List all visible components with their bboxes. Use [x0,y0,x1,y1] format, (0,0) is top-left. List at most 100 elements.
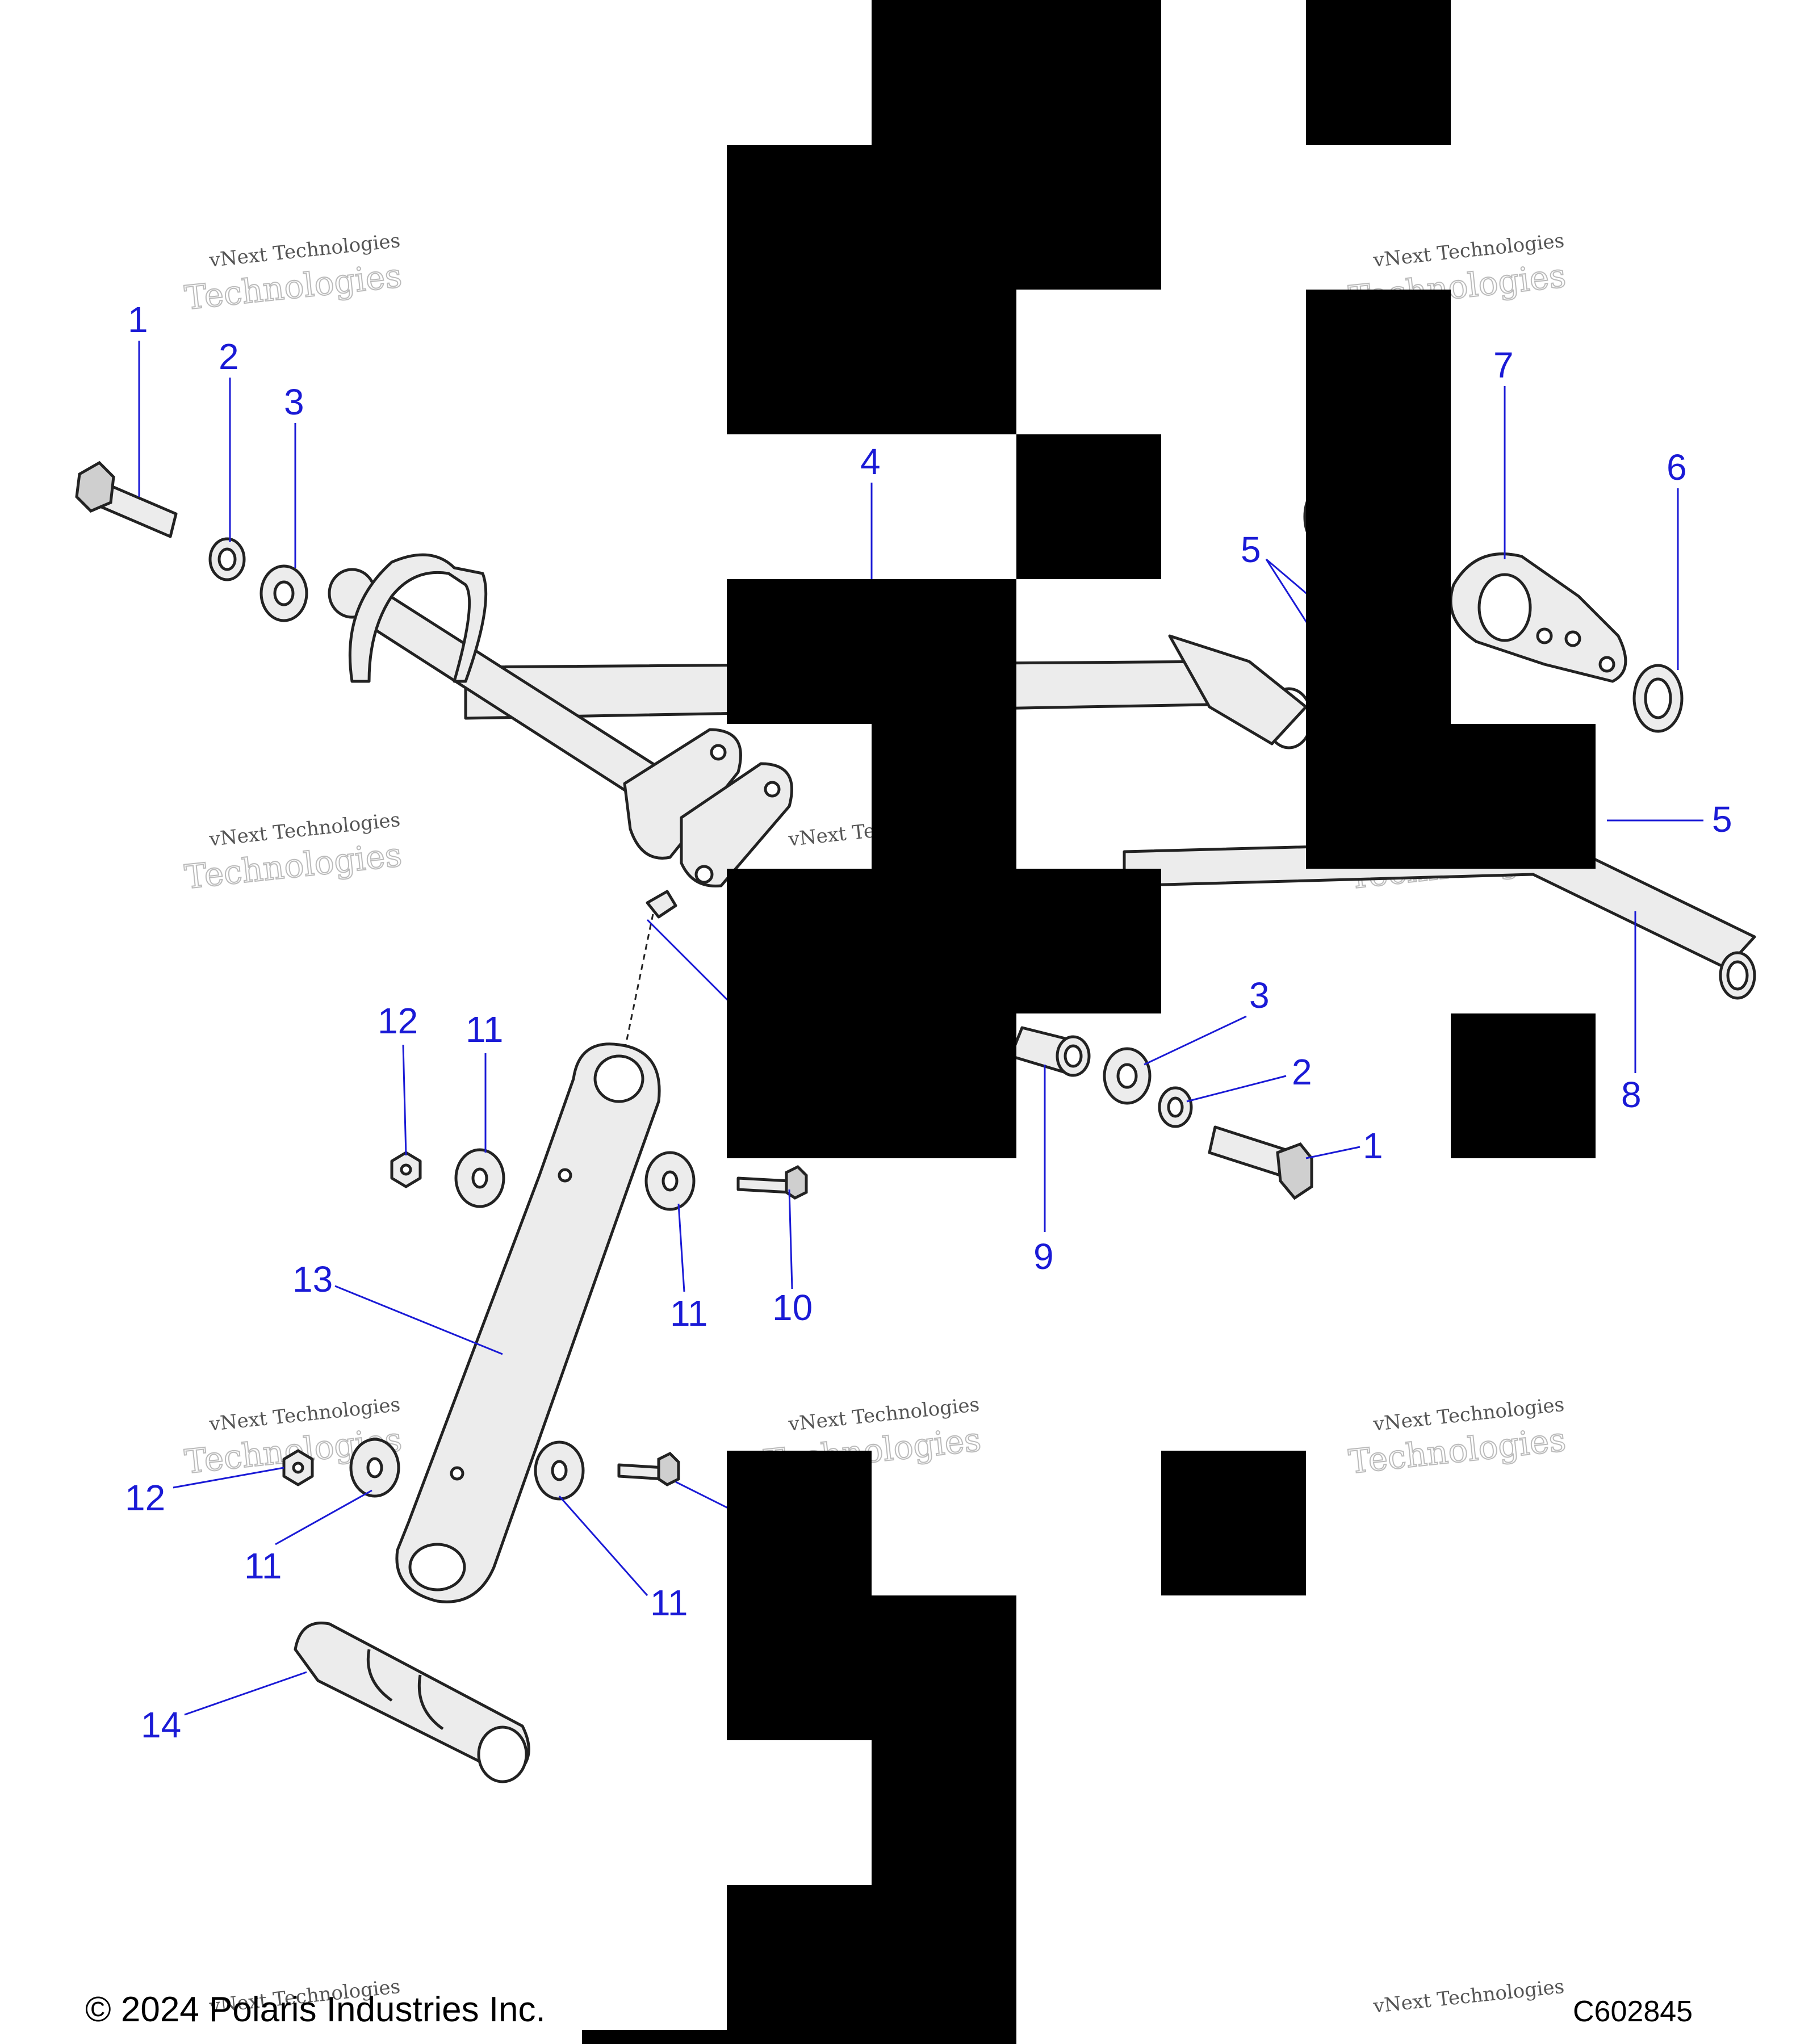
flange-nut-hole [292,1461,304,1474]
cup-washer-hole [662,1170,679,1192]
lock-washer-hole [217,547,237,571]
link-rod-hole [450,1466,464,1481]
redaction-block [582,2030,727,2044]
redaction-block [1161,1451,1306,1595]
pivot-plate-hole [1536,627,1553,644]
callouts: 1 2 3 4 5 6 7 5 3 2 1 8 9 12 11 11 10 13… [125,299,1732,1745]
pivot-plate-hole [1598,656,1615,673]
callout-label: 5 [1712,799,1732,840]
flat-washer-hole [1116,1063,1138,1089]
leader-line [646,919,739,1012]
link-rod [395,1042,661,1603]
bracket-hole [710,744,727,761]
link-rod-lower-eye [408,1543,466,1591]
leader-line [788,1189,793,1289]
bracket-right [680,762,793,887]
copyright-text: © 2024 Polaris Industries Inc. [85,1990,546,2029]
callout-label: 2 [1292,1052,1312,1092]
callout-label: 1 [128,299,148,340]
bushing-sleeve-ring [417,1674,444,1731]
redaction-block [1451,1013,1596,1158]
leader-line [1186,1075,1287,1103]
leader-line [1305,1146,1360,1159]
callout-label: 4 [860,441,881,482]
bushing-sleeve-end [477,1725,528,1783]
leader-line [334,1285,503,1355]
redaction-block [727,869,1161,1013]
thrust-washer-hole [1644,677,1672,719]
callout-label: 14 [141,1704,181,1745]
leader-line [275,1489,372,1545]
callout-label: 12 [125,1477,165,1518]
redaction-blocks [582,0,1596,2044]
diagram-code: C602845 [1573,1995,1693,2028]
flange-bolt [736,1165,808,1200]
callout-label: 9 [1033,1236,1054,1277]
link-rod-hole [558,1168,572,1183]
callout-label: 2 [219,336,239,377]
lock-washer-hole [1167,1096,1184,1118]
bracket-hole [764,781,781,798]
callout-label: 12 [378,1000,418,1041]
link-rod-upper-eye [593,1054,644,1103]
leader-line [1265,559,1313,631]
redaction-block [872,724,1016,869]
cup-washer-hole [471,1167,488,1189]
watermark: vNext Technologies Technologies [182,229,404,318]
grease-fitting [646,890,677,919]
flange-bolt [617,1451,680,1486]
callout-label: 8 [1621,1074,1642,1115]
callout-label: 11 [244,1545,282,1586]
leader-line [677,1203,685,1292]
cup-washer-hole [551,1460,568,1481]
pivot-pin-bore [1064,1044,1083,1068]
arm-lower-tube [1123,839,1756,970]
redaction-block [1306,0,1451,145]
pivot-plate-bore [1477,573,1532,642]
bolt [1208,1125,1313,1200]
leader-lines [138,341,1703,1716]
redaction-block [727,1595,1016,1740]
bolt [75,460,178,538]
redaction-block [872,1740,1016,1885]
callout-label: 7 [1493,345,1514,386]
watermark: vNext Technologies Technologies [182,809,404,897]
bracket-left [623,728,742,860]
bracket-pivot-hole [694,865,714,884]
leader-line [1144,1015,1247,1066]
bushing-sleeve-ring [366,1649,393,1702]
pivot-plate-hole [1564,630,1581,647]
callout-label: 3 [284,382,304,422]
parts [75,460,1756,1783]
redaction-block [727,1013,1016,1158]
callout-label: 11 [670,1293,707,1334]
cup-washer-hole [366,1457,383,1478]
grease-fitting-guide [623,914,654,1051]
callout-label: 6 [1667,447,1687,488]
callout-label: 11 [466,1009,503,1050]
redaction-block [1306,724,1596,869]
arm-rear-tube-bend [1168,634,1308,745]
callout-label: 11 [650,1582,688,1623]
redaction-block [727,579,1016,724]
flange-nut-hole [400,1163,412,1176]
leader-line [402,1044,407,1156]
leader-line [173,1467,284,1489]
callout-label: 1 [1363,1125,1383,1166]
callout-label: 13 [292,1259,333,1300]
redaction-block [1016,434,1161,579]
redaction-block [727,145,1016,434]
redaction-block [727,1885,1016,2044]
arm-hoop-handle [348,553,488,683]
leader-line [675,1481,733,1511]
leader-line [184,1671,307,1716]
callout-label: 5 [1241,529,1261,570]
callout-label: 10 [772,1287,813,1328]
watermark: vNext Technologies [1372,1975,1565,2018]
callout-label: 3 [1249,975,1270,1016]
flat-washer-hole [273,580,295,606]
arm-lower-tube-bore [1726,960,1749,991]
leader-line [558,1496,648,1596]
watermark-text: vNext Technologies [1372,1975,1565,2018]
